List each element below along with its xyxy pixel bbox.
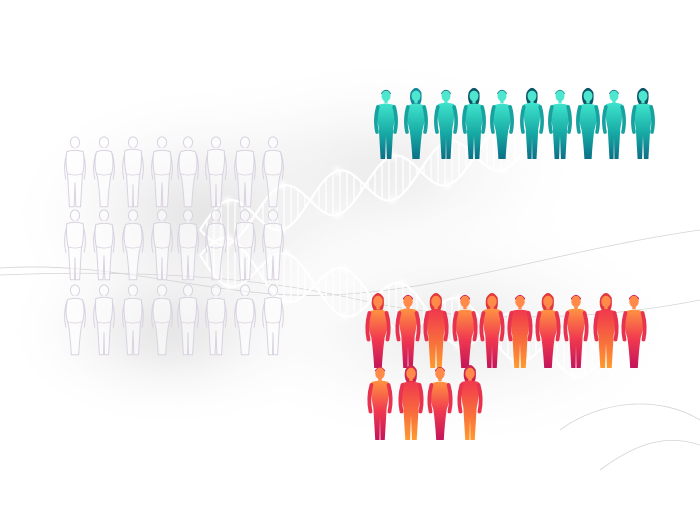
- sparkle: [498, 166, 507, 175]
- person-figure: [93, 209, 115, 281]
- sparkle: [333, 166, 342, 175]
- person-figure: [122, 284, 144, 356]
- person-figure: [64, 136, 86, 208]
- person-figure: [93, 284, 115, 356]
- person-figure: [462, 87, 486, 159]
- person-figure: [423, 292, 449, 368]
- person-figure: [205, 284, 227, 356]
- sparkle: [333, 210, 342, 219]
- outline-people-group: [64, 136, 284, 356]
- person-figure: [205, 209, 227, 281]
- person-figure: [535, 292, 561, 368]
- person-figure: [374, 89, 398, 159]
- person-figure: [404, 87, 428, 159]
- person-figure: [457, 364, 483, 440]
- person-figure: [64, 209, 86, 281]
- person-figure: [621, 294, 647, 368]
- person-figure: [548, 89, 572, 159]
- sparkle: [224, 282, 233, 291]
- sparkle: [223, 196, 232, 205]
- person-figure: [177, 209, 199, 281]
- person-figure: [427, 366, 453, 440]
- sparkle: [684, 354, 693, 363]
- teal-people-group: [374, 87, 655, 159]
- person-figure: [262, 209, 284, 281]
- sparkle: [397, 279, 406, 288]
- person-figure: [434, 89, 458, 159]
- person-figure: [93, 136, 115, 208]
- person-figure: [234, 284, 256, 356]
- person-figure: [490, 89, 514, 159]
- sparkle: [663, 121, 672, 130]
- sparkle: [278, 181, 287, 190]
- person-figure: [234, 136, 256, 208]
- person-figure: [234, 209, 256, 281]
- person-figure: [602, 89, 626, 159]
- person-figure: [576, 87, 600, 159]
- person-figure: [365, 292, 391, 368]
- sparkle: [282, 297, 291, 306]
- person-figure: [520, 87, 544, 159]
- sparkle: [339, 312, 348, 321]
- person-figure: [452, 294, 478, 368]
- connection-curves: [0, 229, 700, 471]
- person-figure: [122, 209, 144, 281]
- sparkle: [339, 264, 348, 273]
- person-figure: [151, 284, 173, 356]
- person-figure: [262, 136, 284, 208]
- person-figure: [479, 292, 505, 368]
- person-figure: [151, 209, 173, 281]
- person-figure: [262, 284, 284, 356]
- person-figure: [177, 136, 199, 208]
- person-figure: [507, 294, 533, 368]
- warm-people-group: [365, 292, 647, 440]
- person-figure: [631, 87, 655, 159]
- sparkle: [282, 249, 291, 258]
- sparkle: [684, 402, 693, 411]
- person-figure: [122, 136, 144, 208]
- sparkle: [388, 196, 397, 205]
- person-figure: [395, 294, 421, 368]
- sparkle: [443, 181, 452, 190]
- person-figure: [64, 284, 86, 356]
- person-figure: [367, 366, 393, 440]
- sparkle: [627, 387, 636, 396]
- person-figure: [398, 364, 424, 440]
- person-figure: [563, 294, 589, 368]
- sparkle: [663, 77, 672, 86]
- person-figure: [151, 136, 173, 208]
- sparkle: [569, 372, 578, 381]
- person-figure: [177, 284, 199, 356]
- person-figure: [593, 292, 619, 368]
- person-figure: [205, 136, 227, 208]
